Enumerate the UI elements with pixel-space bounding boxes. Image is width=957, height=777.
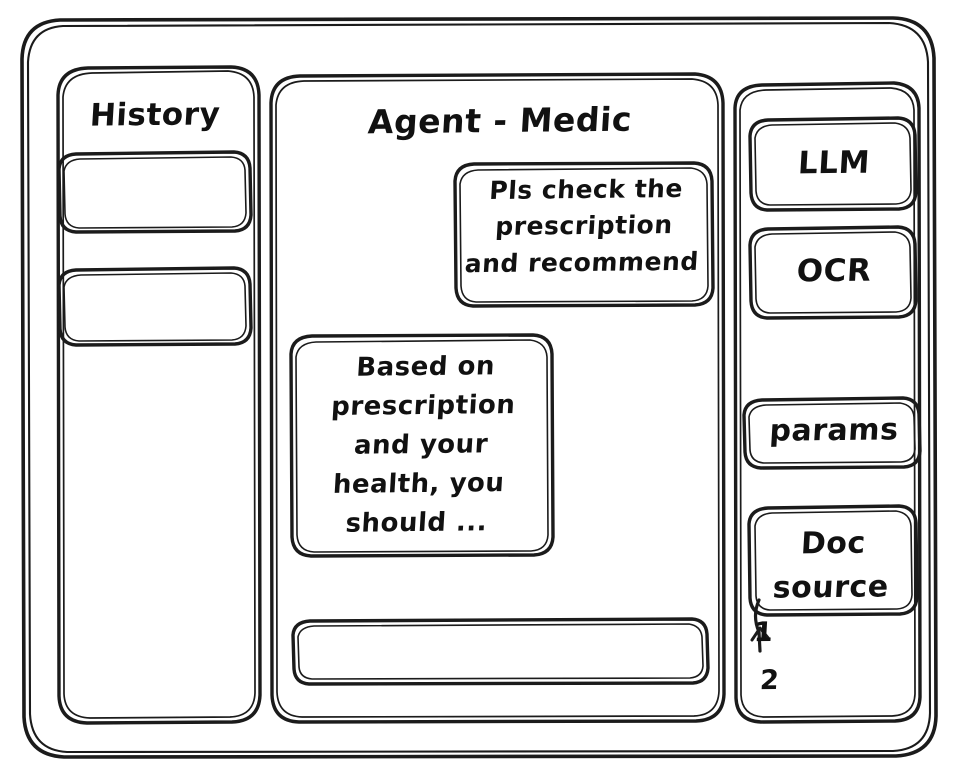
- doc-source-item-2[interactable]: 2: [759, 664, 780, 697]
- doc-source-item-1[interactable]: 1: [753, 616, 774, 649]
- composer-input-outline[interactable]: [291, 617, 710, 686]
- history-item-2-outline[interactable]: [57, 266, 253, 347]
- agent-message-text: Based on prescription and your health, y…: [330, 351, 517, 539]
- tool-doc-source-label[interactable]: Doc source: [771, 525, 890, 606]
- agent-panel-title: Agent - Medic: [366, 99, 634, 142]
- history-panel-outline: [56, 65, 262, 725]
- tool-ocr-label[interactable]: OCR: [795, 252, 873, 290]
- tool-params-label[interactable]: params: [768, 412, 900, 449]
- user-message-text: Pls check the prescription and recommend: [464, 173, 700, 278]
- tool-llm-label[interactable]: LLM: [797, 144, 872, 182]
- history-panel-title: History: [88, 96, 222, 134]
- history-item-1-outline[interactable]: [57, 150, 253, 234]
